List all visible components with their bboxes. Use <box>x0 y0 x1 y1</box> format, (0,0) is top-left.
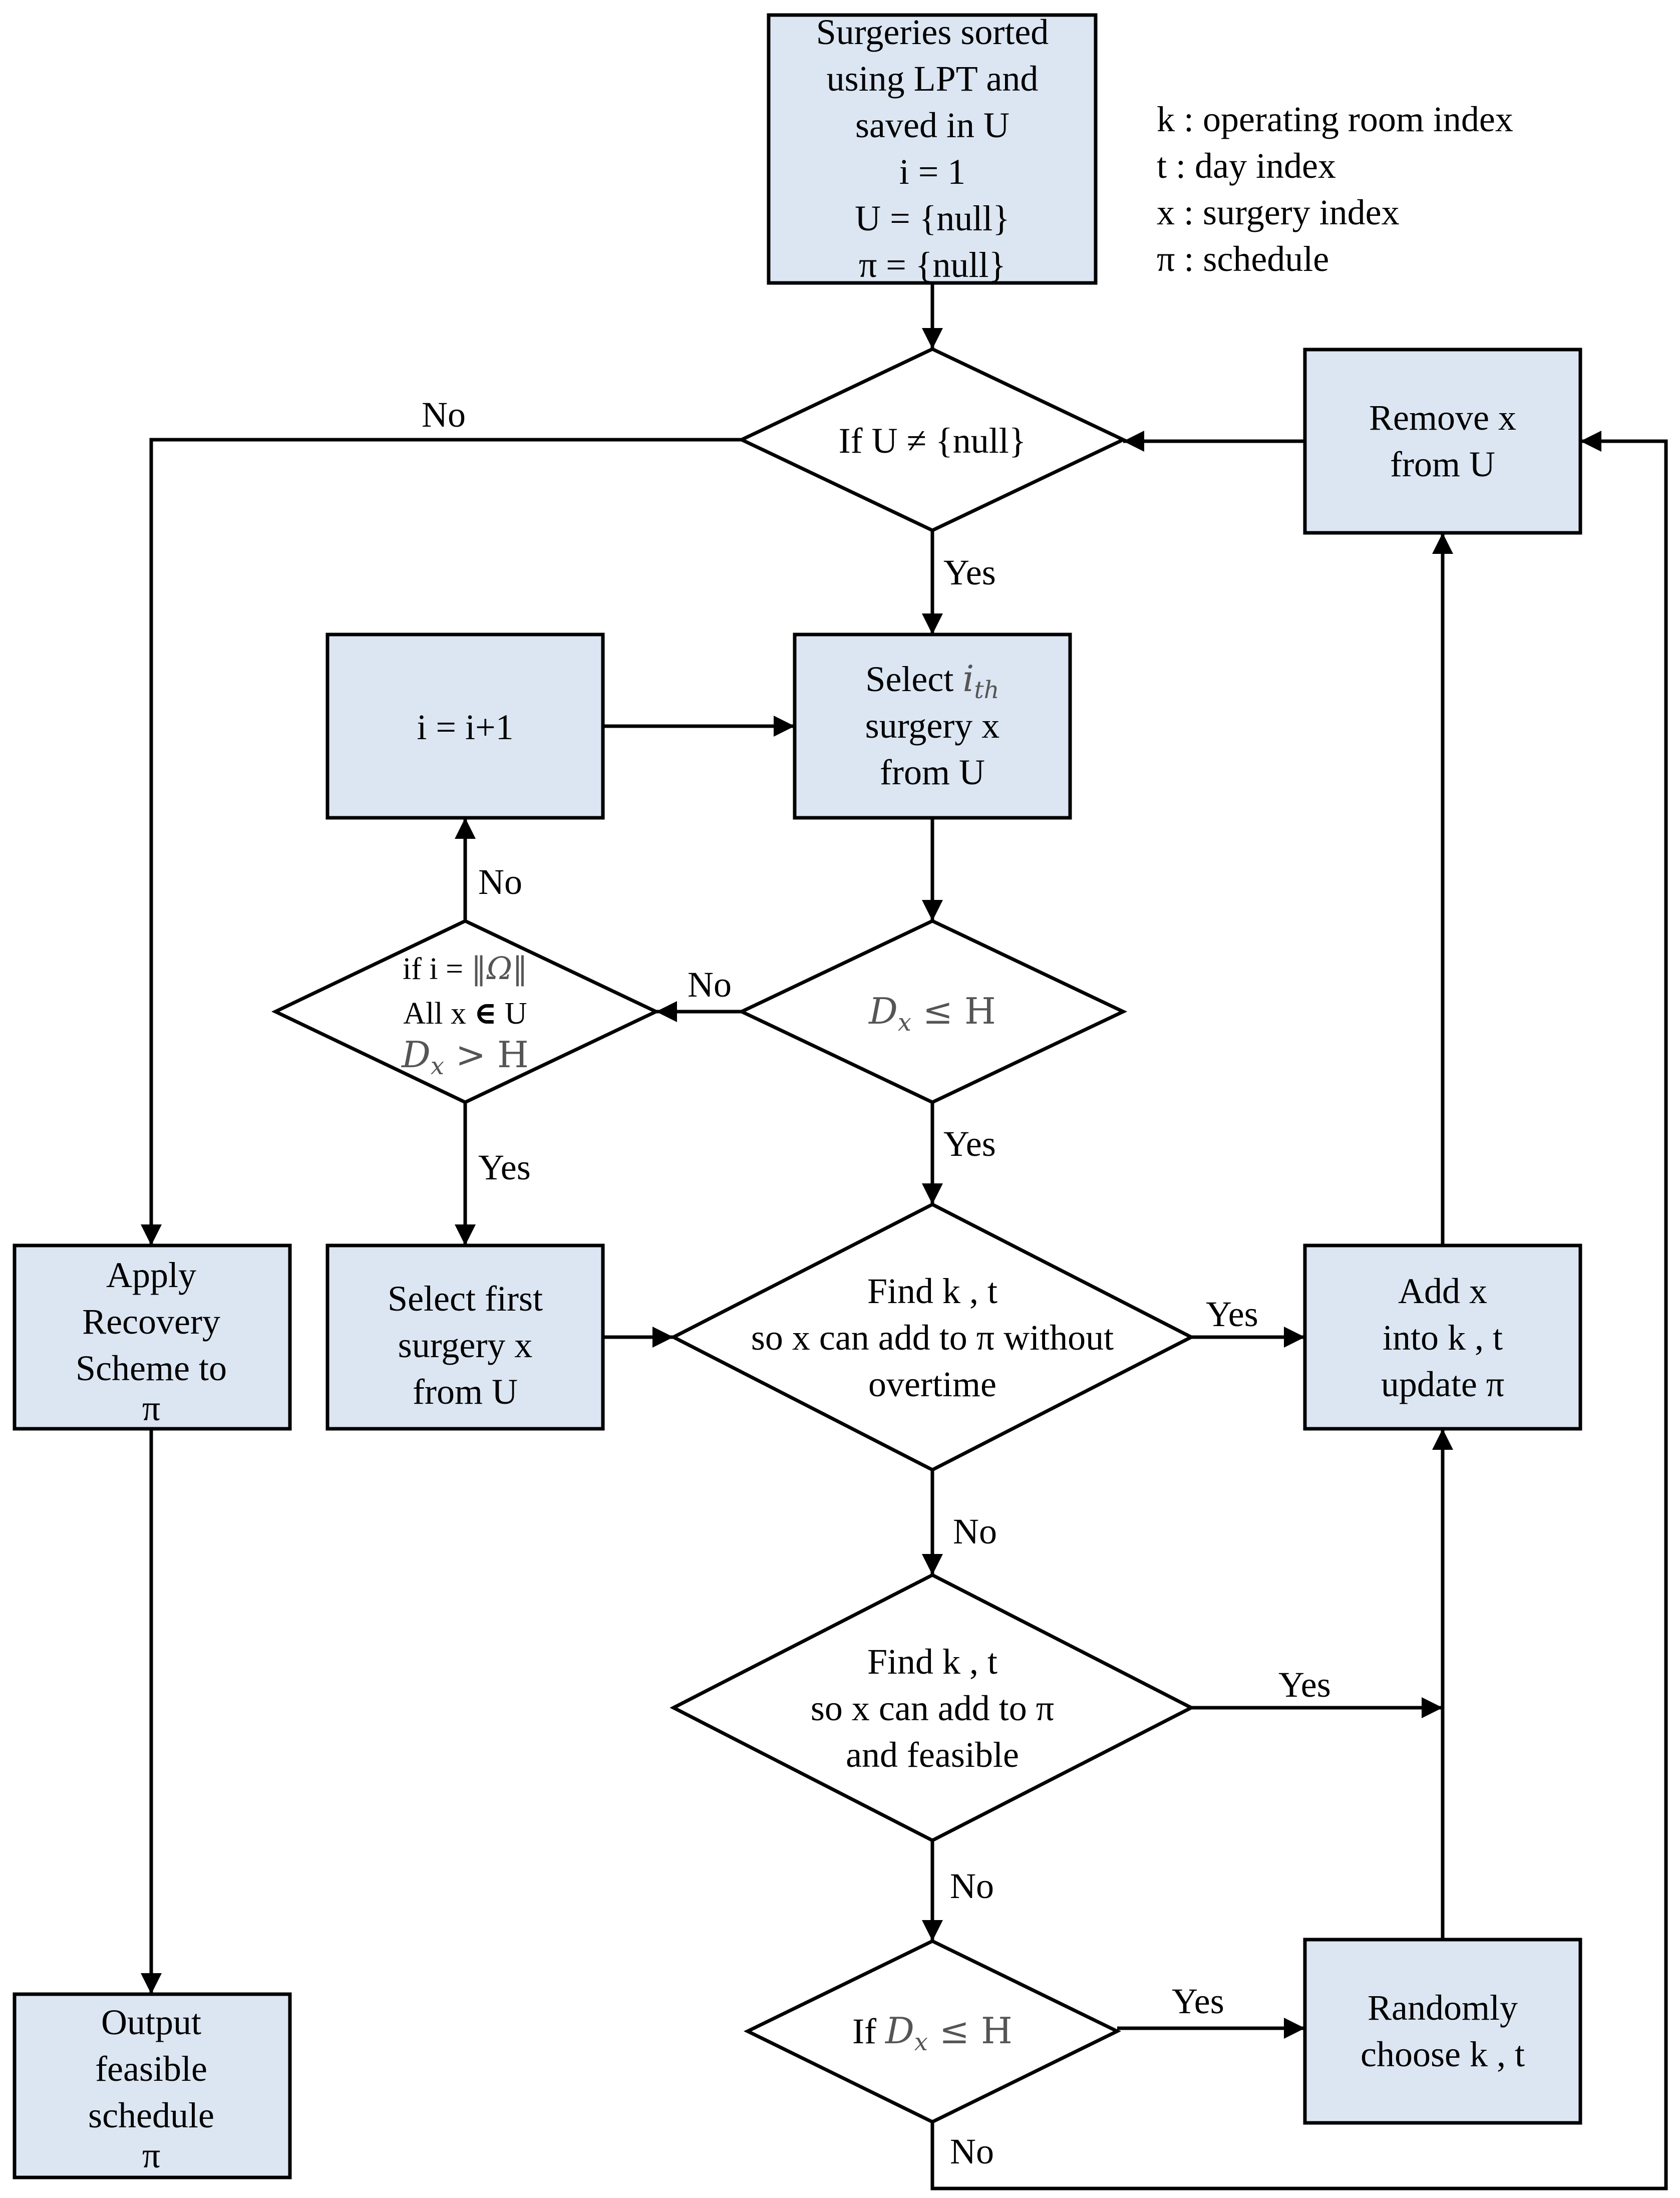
check-d2-text: If Dx ≤ H <box>852 2010 1013 2056</box>
check-d2-sub: x <box>914 2028 928 2056</box>
find2-line-1: Find k , t <box>867 1642 997 1682</box>
init-line-6: π = {null} <box>859 245 1006 285</box>
select-ith-line-1: Select ith <box>865 658 999 704</box>
legend-k: k : operating room index <box>1157 99 1513 139</box>
init-line-5: U = {null} <box>855 198 1010 238</box>
find2-line-3: and feasible <box>846 1735 1019 1775</box>
recovery-line-1: Apply <box>106 1255 196 1295</box>
edge-check-u-no <box>141 438 742 1245</box>
output-box <box>13 1992 292 2179</box>
init-line-4: i = 1 <box>899 152 966 192</box>
remove-box <box>1303 348 1582 535</box>
output-line-1: Output <box>101 2002 201 2042</box>
edge-check-d2-no <box>930 431 1668 2190</box>
select-ith-subscript: th <box>974 676 999 704</box>
check-u-text: If U ≠ {null} <box>839 421 1027 461</box>
check-d-d: D <box>868 990 898 1032</box>
check-i-u: U <box>497 997 527 1031</box>
check-d2-d: D <box>884 2010 914 2052</box>
check-i-omega: ‖Ω‖ <box>471 950 528 987</box>
find1-line-2: so x can add to π without <box>751 1318 1114 1358</box>
output-line-2: feasible <box>95 2049 207 2089</box>
output-line-4: π <box>142 2135 160 2175</box>
select-ith-i: i <box>962 658 974 700</box>
label-check-i-yes: Yes <box>478 1147 531 1187</box>
remove-line-2: from U <box>1390 444 1495 484</box>
recovery-line-3: Scheme to <box>76 1348 227 1388</box>
label-find1-no: No <box>953 1511 997 1551</box>
label-check-u-no: No <box>422 395 466 435</box>
label-find1-yes: Yes <box>1206 1294 1258 1334</box>
remove-line-1: Remove x <box>1369 398 1516 438</box>
select-ith-line-2: surgery x <box>865 706 1000 746</box>
increment-text: i = i+1 <box>417 707 513 747</box>
init-line-3: saved in U <box>855 105 1010 145</box>
check-d-sub: x <box>898 1009 911 1037</box>
check-d-rel: ≤ H <box>911 990 996 1032</box>
check-d2-diamond <box>744 1939 1121 2124</box>
select-first-line-3: from U <box>413 1372 518 1412</box>
check-i-sub: x <box>431 1052 444 1080</box>
find1-line-1: Find k , t <box>867 1271 997 1311</box>
add-line-2: into k , t <box>1383 1318 1503 1358</box>
select-first-box <box>325 1243 605 1431</box>
check-i-all: All x <box>403 997 474 1031</box>
label-check-d-yes: Yes <box>943 1124 996 1164</box>
check-i-line-3: Dx > H <box>401 1034 529 1080</box>
select-ith-pre: Select <box>865 659 962 699</box>
select-first-line-2: surgery x <box>398 1325 533 1365</box>
check-d-diamond <box>737 919 1128 1104</box>
output-line-3: schedule <box>88 2095 214 2135</box>
label-check-i-no: No <box>478 862 522 902</box>
init-line-1: Surgeries sorted <box>816 12 1049 52</box>
label-find2-yes: Yes <box>1278 1665 1331 1705</box>
add-line-3: update π <box>1381 1364 1504 1404</box>
select-ith-line-3: from U <box>880 752 985 792</box>
label-check-d-no: No <box>688 965 732 1005</box>
find1-line-3: overtime <box>868 1364 996 1404</box>
check-d-text: Dx ≤ H <box>868 990 996 1037</box>
label-check-u-yes: Yes <box>943 552 996 592</box>
find2-line-2: so x can add to π <box>811 1688 1054 1728</box>
legend-pi: π : schedule <box>1157 239 1329 279</box>
random-line-1: Randomly <box>1368 1988 1518 2028</box>
add-line-1: Add x <box>1398 1271 1487 1311</box>
init-line-2: using LPT and <box>827 59 1039 99</box>
init-box <box>767 13 1098 285</box>
select-first-line-1: Select first <box>388 1279 543 1319</box>
check-i-pre: if i = <box>403 952 471 986</box>
check-i-d: D <box>401 1034 431 1076</box>
legend-t: t : day index <box>1157 146 1336 186</box>
legend-x: x : surgery index <box>1157 192 1400 232</box>
check-d2-pre: If <box>852 2011 885 2051</box>
random-box <box>1303 1938 1582 2125</box>
check-i-rel: > H <box>444 1034 529 1076</box>
check-i-in: ∈ <box>474 997 497 1031</box>
check-i-line-2: All x ∈ U <box>403 997 527 1031</box>
label-check-d2-yes: Yes <box>1172 1981 1224 2021</box>
check-i-line-1: if i = ‖Ω‖ <box>403 950 528 987</box>
select-ith-box <box>793 633 1072 820</box>
recovery-line-2: Recovery <box>82 1302 220 1342</box>
check-d2-rel: ≤ H <box>928 2010 1013 2052</box>
recovery-line-4: π <box>142 1388 160 1428</box>
label-find2-no: No <box>950 1866 994 1906</box>
label-check-d2-no: No <box>950 2131 994 2171</box>
random-line-2: choose k , t <box>1361 2034 1525 2074</box>
